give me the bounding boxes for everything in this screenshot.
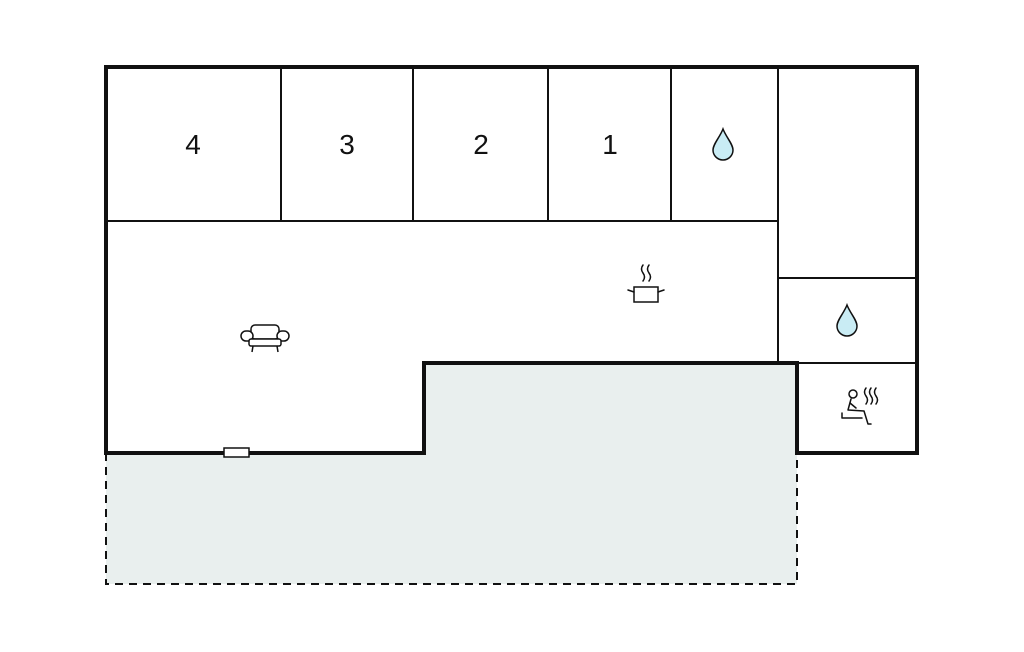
cooking-pot-icon: [627, 264, 665, 303]
terrace-door: [223, 447, 250, 458]
water-drop-icon: [712, 126, 734, 161]
terrace-dashed-edge: [105, 453, 798, 585]
water-drop-icon: [836, 302, 858, 337]
bedroom-2-label: 2: [473, 129, 489, 160]
bedroom-1-label: 1: [602, 129, 618, 160]
sauna-icon: [841, 387, 879, 425]
bedroom-3-label: 3: [339, 129, 355, 160]
outer-walls: [104, 65, 919, 455]
terrace-area: [106, 363, 797, 584]
terrace: [105, 363, 798, 585]
interior-walls: [106, 67, 917, 364]
bedroom-4-label: 4: [185, 129, 201, 160]
sofa-icon: [240, 324, 290, 353]
